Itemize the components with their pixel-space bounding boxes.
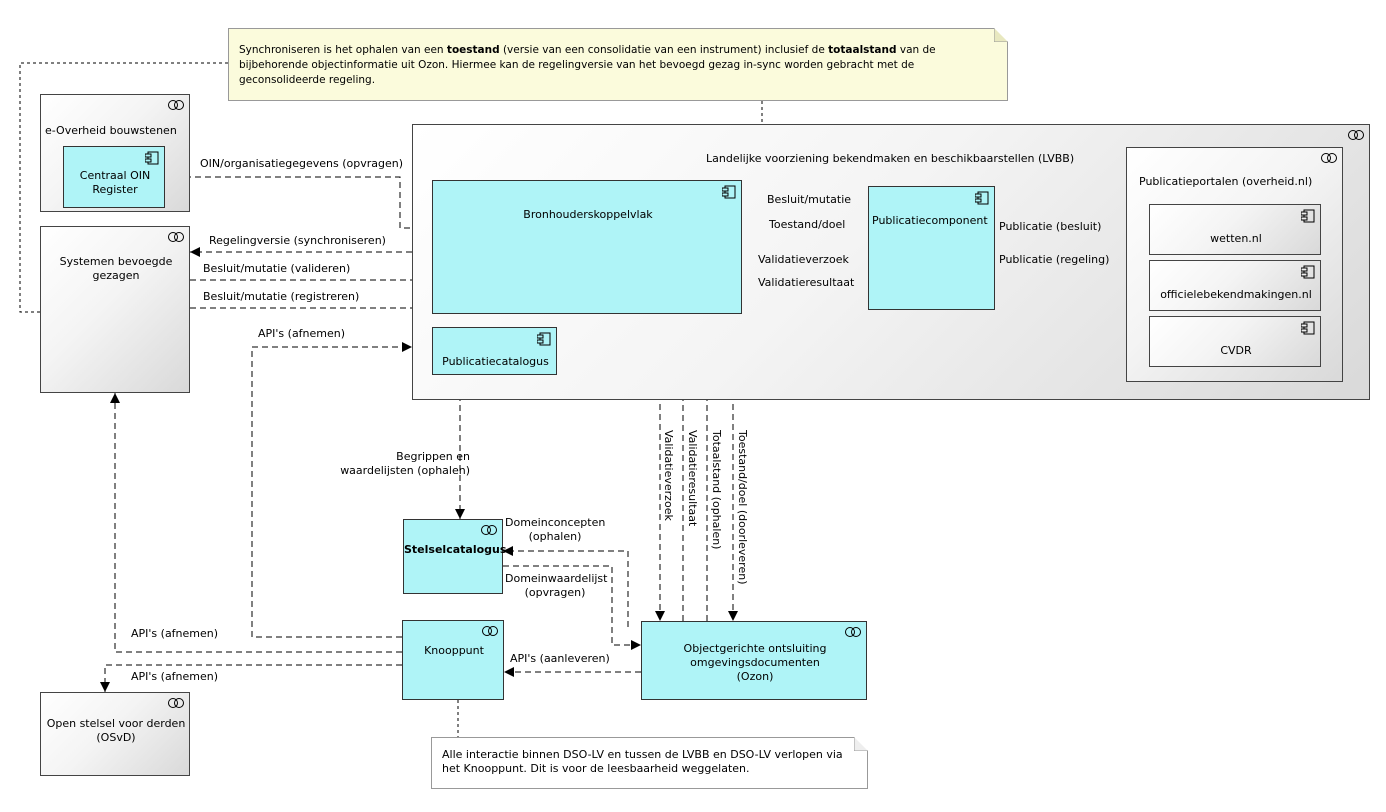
flow-totaalstand-label: Totaalstand (ophalen) — [710, 430, 723, 550]
stelselcatalogus-label: Stelselcatalogus — [404, 543, 507, 556]
flow-apis-osvd — [100, 664, 402, 692]
flow-apis-aanleveren-label: API's (aanleveren) — [510, 652, 610, 665]
knooppunt-label: Knooppunt — [424, 644, 484, 657]
collaboration-icon — [1348, 129, 1364, 144]
flow-besluit-mutatie-label: Besluit/mutatie — [767, 193, 852, 206]
flow-apis-top-label: API's (afnemen) — [258, 327, 346, 340]
flow-validatieresultaat-h-label: Validatieresultaat — [758, 276, 855, 289]
flow-domeinwaardelijst-label: Domeinwaardelijst (opvragen) — [505, 572, 608, 599]
flow-validatieresultaat-v-label: Validatieresultaat — [686, 430, 699, 527]
flow-apis-afnemen-knoop-label: API's (afnemen) — [131, 627, 219, 640]
flow-valideren-label: Besluit/mutatie (valideren) — [203, 262, 351, 275]
cvdr-box[interactable]: CVDR — [1149, 316, 1321, 367]
note-fold-icon — [994, 28, 1008, 42]
flow-registreren-label: Besluit/mutatie (registreren) — [203, 290, 360, 303]
note-fold-icon — [854, 737, 868, 751]
systemen-box[interactable]: Systemen bevoegde gezagen — [40, 226, 190, 393]
wetten-box[interactable]: wetten.nl — [1149, 204, 1321, 255]
flow-toestand-doorleveren-label: Toestand/doel (doorleveren) — [736, 430, 749, 585]
knooppunt-note-text: Alle interactie binnen DSO-LV en tussen … — [442, 748, 843, 775]
flow-domeinwaardelijst — [503, 565, 641, 650]
bronhouder-box[interactable]: Bronhouderskoppelvlak — [432, 180, 742, 314]
cvdr-label: CVDR — [1220, 344, 1252, 357]
sync-note-text: Synchroniseren is het ophalen van een to… — [239, 43, 999, 88]
knooppunt-box[interactable]: Knooppunt — [402, 620, 504, 700]
bronhouder-label: Bronhouderskoppelvlak — [523, 208, 653, 221]
officiele-label: officielebekendmakingen.nl — [1160, 288, 1312, 301]
flow-validatieverzoek-h-label: Validatieverzoek — [758, 253, 849, 266]
portalen-label: Publicatieportalen (overheid.nl) — [1139, 175, 1313, 188]
osvd-box[interactable]: Open stelsel voor derden (OSvD) — [40, 692, 190, 776]
sync-note-segment: toestand — [446, 44, 500, 56]
flow-apis-top — [251, 342, 412, 638]
flow-regelingversie-label: Regelingversie (synchroniseren) — [209, 234, 386, 247]
component-icon — [1300, 321, 1315, 338]
sync-note-segment: (versie van een consolidatie van een ins… — [499, 44, 829, 56]
collaboration-icon — [845, 626, 861, 641]
systemen-label: Systemen bevoegde gezagen — [59, 255, 173, 282]
collaboration-icon — [1321, 152, 1337, 167]
component-icon — [974, 191, 989, 208]
eoverheid-label: e-Overheid bouwstenen — [45, 124, 177, 137]
component-icon — [144, 151, 159, 168]
centraal-oin-label: Centraal OIN Register — [79, 169, 151, 196]
component-icon — [536, 332, 551, 349]
publicatiecatalogus-label: Publicatiecatalogus — [442, 355, 549, 368]
collaboration-icon — [168, 231, 184, 246]
component-icon — [721, 185, 736, 202]
collaboration-icon — [168, 99, 184, 114]
collaboration-icon — [482, 625, 498, 640]
flow-domeinconcepten — [503, 546, 629, 627]
publicatiecomponent-box[interactable]: Publicatiecomponent — [868, 186, 995, 310]
sync-note-link — [19, 62, 228, 313]
flow-publicatie-regeling-label: Publicatie (regeling) — [999, 253, 1110, 266]
flow-begrippen-label: Begrippen en waardelijsten (ophalen) — [340, 450, 470, 477]
flow-toestand-doel-label: Toestand/doel — [769, 218, 846, 231]
flow-oin — [165, 176, 432, 233]
publicatiecomponent-label: Publicatiecomponent — [872, 214, 988, 227]
sync-note-segment: totaalstand — [828, 44, 897, 56]
publicatiecatalogus-box[interactable]: Publicatiecatalogus — [432, 327, 557, 375]
flow-apis-osvd-label: API's (afnemen) — [131, 670, 219, 683]
centraal-oin-box[interactable]: Centraal OIN Register — [63, 146, 165, 208]
ozon-label: Objectgerichte ontsluiting omgevingsdocu… — [683, 642, 827, 683]
flow-oin-label: OIN/organisatiegegevens (opvragen) — [200, 157, 404, 170]
sync-note: Synchroniseren is het ophalen van een to… — [228, 28, 1008, 101]
knooppunt-note: Alle interactie binnen DSO-LV en tussen … — [431, 737, 868, 789]
flow-domeinconcepten-label: Domeinconcepten (ophalen) — [505, 516, 606, 543]
flow-apis-afnemen-knoop — [110, 393, 402, 653]
sync-note-segment: van de bijbehorende objectinformatie uit… — [239, 44, 936, 86]
component-icon — [1300, 209, 1315, 226]
wetten-label: wetten.nl — [1210, 232, 1262, 245]
flow-publicatie-besluit-label: Publicatie (besluit) — [999, 220, 1102, 233]
osvd-label: Open stelsel voor derden (OSvD) — [46, 717, 186, 744]
officiele-box[interactable]: officielebekendmakingen.nl — [1149, 260, 1321, 311]
collaboration-icon — [481, 524, 497, 539]
ozon-box[interactable]: Objectgerichte ontsluiting omgevingsdocu… — [641, 621, 867, 700]
collaboration-icon — [168, 697, 184, 712]
sync-note-segment: Synchroniseren is het ophalen van een — [239, 44, 447, 56]
flow-validatieverzoek-v-label: Validatieverzoek — [662, 430, 675, 521]
stelselcatalogus-box[interactable]: Stelselcatalogus — [403, 519, 507, 594]
lvbb-label: Landelijke voorziening bekendmaken en be… — [706, 152, 1075, 165]
component-icon — [1300, 265, 1315, 282]
